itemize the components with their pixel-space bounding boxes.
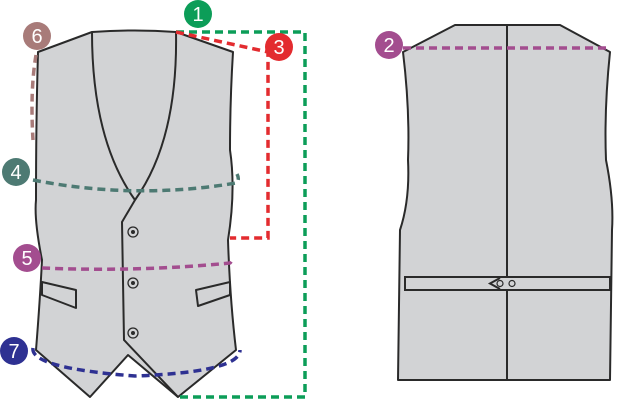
svg-text:4: 4 (10, 162, 21, 184)
vest-back (397, 24, 614, 381)
right-lapel (120, 31, 179, 398)
vest-front (34, 29, 237, 398)
svg-text:6: 6 (31, 26, 42, 48)
marker-1: 1 (184, 0, 212, 28)
left-lapel (91, 31, 136, 201)
marker-7: 7 (0, 337, 28, 365)
marker-6: 6 (23, 22, 51, 50)
right-pocket (195, 281, 231, 307)
buttons (127, 226, 139, 339)
measure-lines (30, 30, 608, 399)
marker-4: 4 (2, 158, 30, 186)
svg-text:7: 7 (8, 341, 19, 363)
marker-5: 5 (13, 244, 41, 272)
left-pocket (41, 281, 77, 309)
marker-2: 2 (375, 31, 403, 59)
svg-text:3: 3 (273, 37, 284, 59)
svg-text:1: 1 (192, 4, 203, 26)
svg-text:2: 2 (383, 35, 394, 57)
marker-3: 3 (265, 33, 293, 61)
svg-text:5: 5 (21, 248, 32, 270)
